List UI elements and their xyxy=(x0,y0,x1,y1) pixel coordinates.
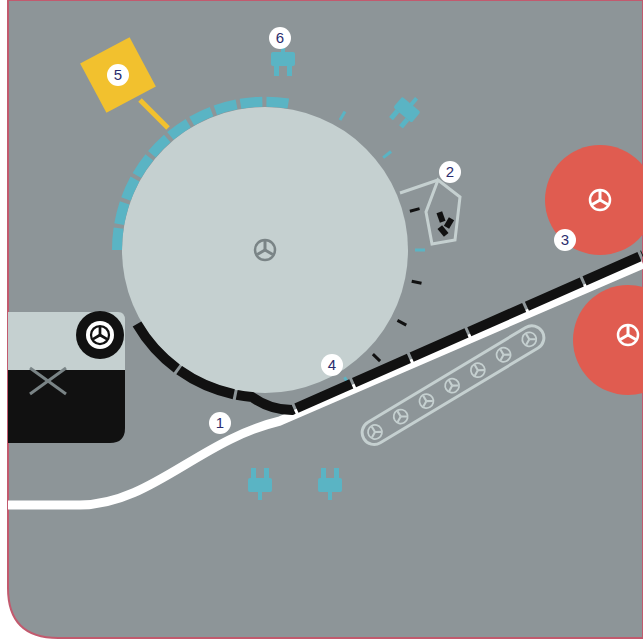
drum-hub xyxy=(255,240,275,260)
print-head xyxy=(318,468,342,500)
drum-tick xyxy=(415,249,425,252)
feed-roller-spokes xyxy=(91,326,109,344)
drum xyxy=(122,107,408,393)
conveyor-roller xyxy=(417,391,436,410)
web-belt xyxy=(137,255,643,410)
cross-mark xyxy=(30,368,66,394)
waste-piece xyxy=(437,225,448,237)
callout-number: 5 xyxy=(107,64,129,86)
background-panel xyxy=(8,0,643,638)
feed-unit-top xyxy=(8,312,125,370)
sign xyxy=(80,37,156,113)
nip-roller xyxy=(573,285,643,395)
feed-roller xyxy=(76,311,124,359)
conveyor-roller xyxy=(443,376,462,395)
roller-hub xyxy=(590,190,610,210)
callout-number: 6 xyxy=(269,27,291,49)
roller-hub xyxy=(618,325,638,345)
feed-unit-bottom xyxy=(8,370,125,443)
drum-tick xyxy=(383,151,391,157)
print-head xyxy=(387,90,426,130)
conveyor xyxy=(358,321,549,449)
ink-arc xyxy=(117,102,291,250)
conveyor-roller xyxy=(468,361,487,380)
conveyor-roller xyxy=(365,422,384,441)
callout-number: 3 xyxy=(554,229,576,251)
print-head xyxy=(271,44,295,76)
print-head xyxy=(248,468,272,500)
cross-mark xyxy=(30,368,66,394)
waste-piece xyxy=(436,211,445,222)
callout-number: 1 xyxy=(209,412,231,434)
drum-tick xyxy=(340,111,345,120)
feed-roller-hub xyxy=(86,321,114,349)
callout-number: 4 xyxy=(321,354,343,376)
sign-post xyxy=(140,100,168,128)
waste-piece xyxy=(444,217,454,229)
nip-roller xyxy=(545,145,643,255)
drum-tick xyxy=(412,281,422,283)
callout-number: 2 xyxy=(439,161,461,183)
conveyor-roller xyxy=(391,407,410,426)
conveyor-roller xyxy=(520,330,539,349)
drum-tick xyxy=(410,209,420,212)
drum-ticks xyxy=(340,111,425,385)
conveyor-roller xyxy=(494,345,513,364)
drum-tick xyxy=(397,320,406,325)
drum-tick xyxy=(373,354,380,361)
waste-bin xyxy=(426,180,460,244)
